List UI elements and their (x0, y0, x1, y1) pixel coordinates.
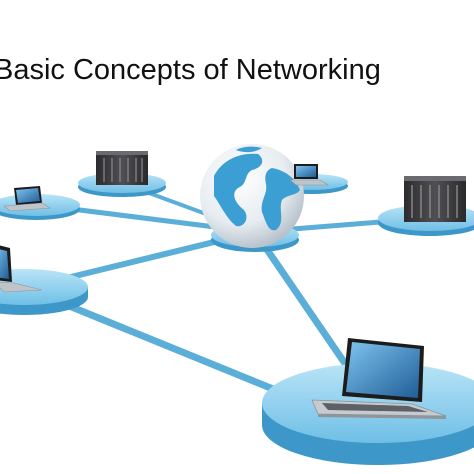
link-mid-left-front (26, 286, 304, 404)
laptop-mid-left-icon (0, 245, 43, 293)
server-top-left-icon (96, 151, 148, 185)
laptop-front-icon (311, 338, 447, 419)
globe-icon (200, 144, 304, 248)
laptop-top-right-icon (289, 164, 330, 186)
laptop-far-left-icon (3, 186, 51, 212)
server-right-icon (404, 176, 466, 222)
page-title: Basic Concepts of Networking (0, 54, 381, 86)
